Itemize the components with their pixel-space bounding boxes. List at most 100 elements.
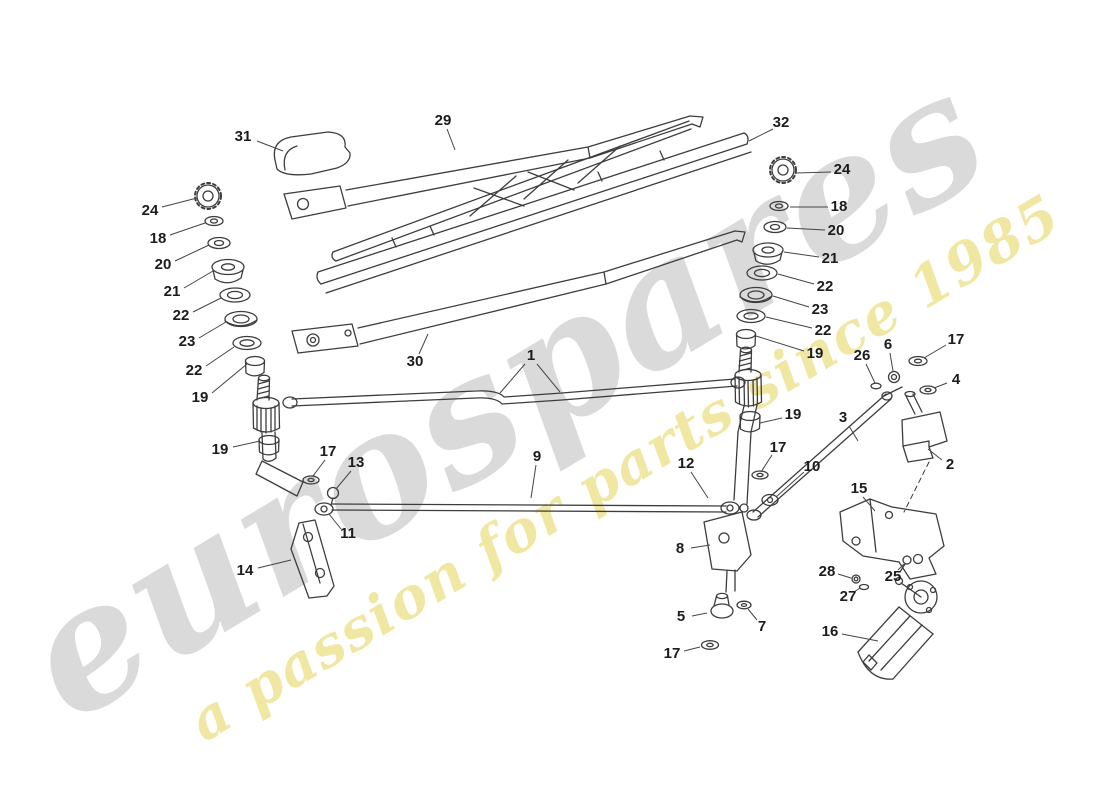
left-spindle-stack: [194, 182, 281, 462]
link-rod-drive: [746, 386, 903, 521]
part-number-callout: 18: [831, 198, 848, 215]
link-rod-main: [282, 376, 746, 409]
leader-line: [747, 608, 758, 621]
leader-line: [862, 496, 876, 512]
leader-line: [848, 425, 859, 442]
part-number-callout: 24: [142, 202, 159, 219]
part-number-callout: 31: [235, 128, 252, 145]
right-spindle-stack: [733, 156, 797, 505]
leader-line: [775, 471, 805, 498]
part-number-callout: 27: [840, 588, 857, 605]
part-number-callout: 20: [828, 222, 845, 239]
part-number-callout: 21: [164, 283, 181, 300]
leader-line: [927, 448, 943, 461]
part-number-callout: 14: [237, 562, 254, 579]
part-number-callout: 12: [678, 455, 695, 472]
part-number-callout: 17: [664, 645, 681, 662]
part-number-callout: 10: [804, 458, 821, 475]
part-number-callout: 19: [212, 441, 229, 458]
leader-line: [933, 382, 948, 389]
leader-line: [923, 344, 947, 359]
part-number-callout: 24: [834, 161, 851, 178]
part-number-callout: 19: [192, 389, 209, 406]
leader-line: [161, 197, 198, 208]
leader-line: [232, 440, 261, 448]
leader-line: [897, 563, 905, 571]
leader-line: [169, 222, 206, 236]
leader-line: [418, 333, 429, 355]
right-pivot-assembly: [700, 470, 779, 650]
part-number-callout: 6: [884, 336, 892, 353]
link-rod-lower: [331, 503, 727, 513]
part-number-callout: 15: [851, 480, 868, 497]
leader-line: [755, 335, 805, 352]
leader-line: [759, 417, 783, 424]
leader-line: [446, 128, 456, 151]
leader-line: [683, 646, 701, 652]
part-number-callout: 17: [320, 443, 337, 460]
leader-line: [205, 346, 235, 367]
mounting-plate: [290, 519, 335, 599]
leader-line: [777, 273, 815, 285]
part-number-callout: 20: [155, 256, 172, 273]
leader-line: [837, 573, 852, 579]
part-number-callout: 28: [819, 563, 836, 580]
part-number-callout: 22: [173, 307, 190, 324]
part-number-callout: 21: [822, 250, 839, 267]
part-number-callout: 11: [340, 525, 356, 542]
part-number-callout: 3: [839, 409, 847, 426]
part-number-callout: 26: [854, 347, 871, 364]
part-number-callout: 30: [407, 353, 424, 370]
leader-line: [211, 363, 248, 394]
part-number-callout: 32: [773, 114, 790, 131]
part-number-callout: 29: [435, 112, 452, 129]
leader-line: [691, 612, 708, 617]
leader-line: [192, 297, 222, 313]
wiper-motor: [857, 576, 938, 680]
leader-line: [690, 544, 711, 549]
wiper-arm-lower: [291, 230, 746, 354]
part-number-callout: 19: [807, 345, 824, 362]
leader-line: [257, 559, 292, 569]
leader-line: [198, 321, 227, 339]
leader-line: [765, 316, 813, 329]
leader-line: [690, 471, 709, 499]
leader-line: [783, 251, 820, 258]
part-number-callout: 19: [785, 406, 802, 423]
part-number-callout: 17: [948, 331, 965, 348]
leader-line: [256, 140, 284, 152]
leader-line: [536, 363, 561, 393]
leader-line: [853, 587, 861, 593]
motor-crank-mount: [870, 355, 948, 513]
motor-bracket: [839, 498, 945, 591]
part-number-callout: 22: [817, 278, 834, 295]
part-number-callout: 1: [527, 347, 535, 364]
leader-line: [183, 270, 214, 289]
leader-line: [174, 244, 210, 262]
leader-line: [335, 470, 352, 490]
leader-line: [841, 633, 879, 642]
part-number-callout: 13: [348, 454, 365, 471]
part-number-callout: 7: [758, 618, 766, 635]
part-number-callout: 8: [676, 540, 684, 557]
leader-line: [786, 227, 826, 231]
leader-line: [530, 464, 537, 499]
part-number-callout: 22: [186, 362, 203, 379]
part-number-callout: 17: [770, 439, 787, 456]
leader-line: [795, 171, 832, 174]
part-number-callout: 4: [952, 371, 961, 388]
leader-line: [748, 128, 774, 142]
part-number-callout: 18: [150, 230, 167, 247]
part-number-callout: 25: [885, 568, 902, 585]
part-number-callout: 5: [677, 608, 685, 625]
left-bellcrank-pivot: [255, 460, 340, 516]
leader-line: [889, 352, 894, 372]
spindle-cover-cap: [273, 131, 351, 176]
part-number-callout: 23: [812, 301, 829, 318]
wiper-blade: [316, 120, 752, 294]
part-number-callout: 9: [533, 448, 541, 465]
leader-line: [499, 363, 526, 394]
